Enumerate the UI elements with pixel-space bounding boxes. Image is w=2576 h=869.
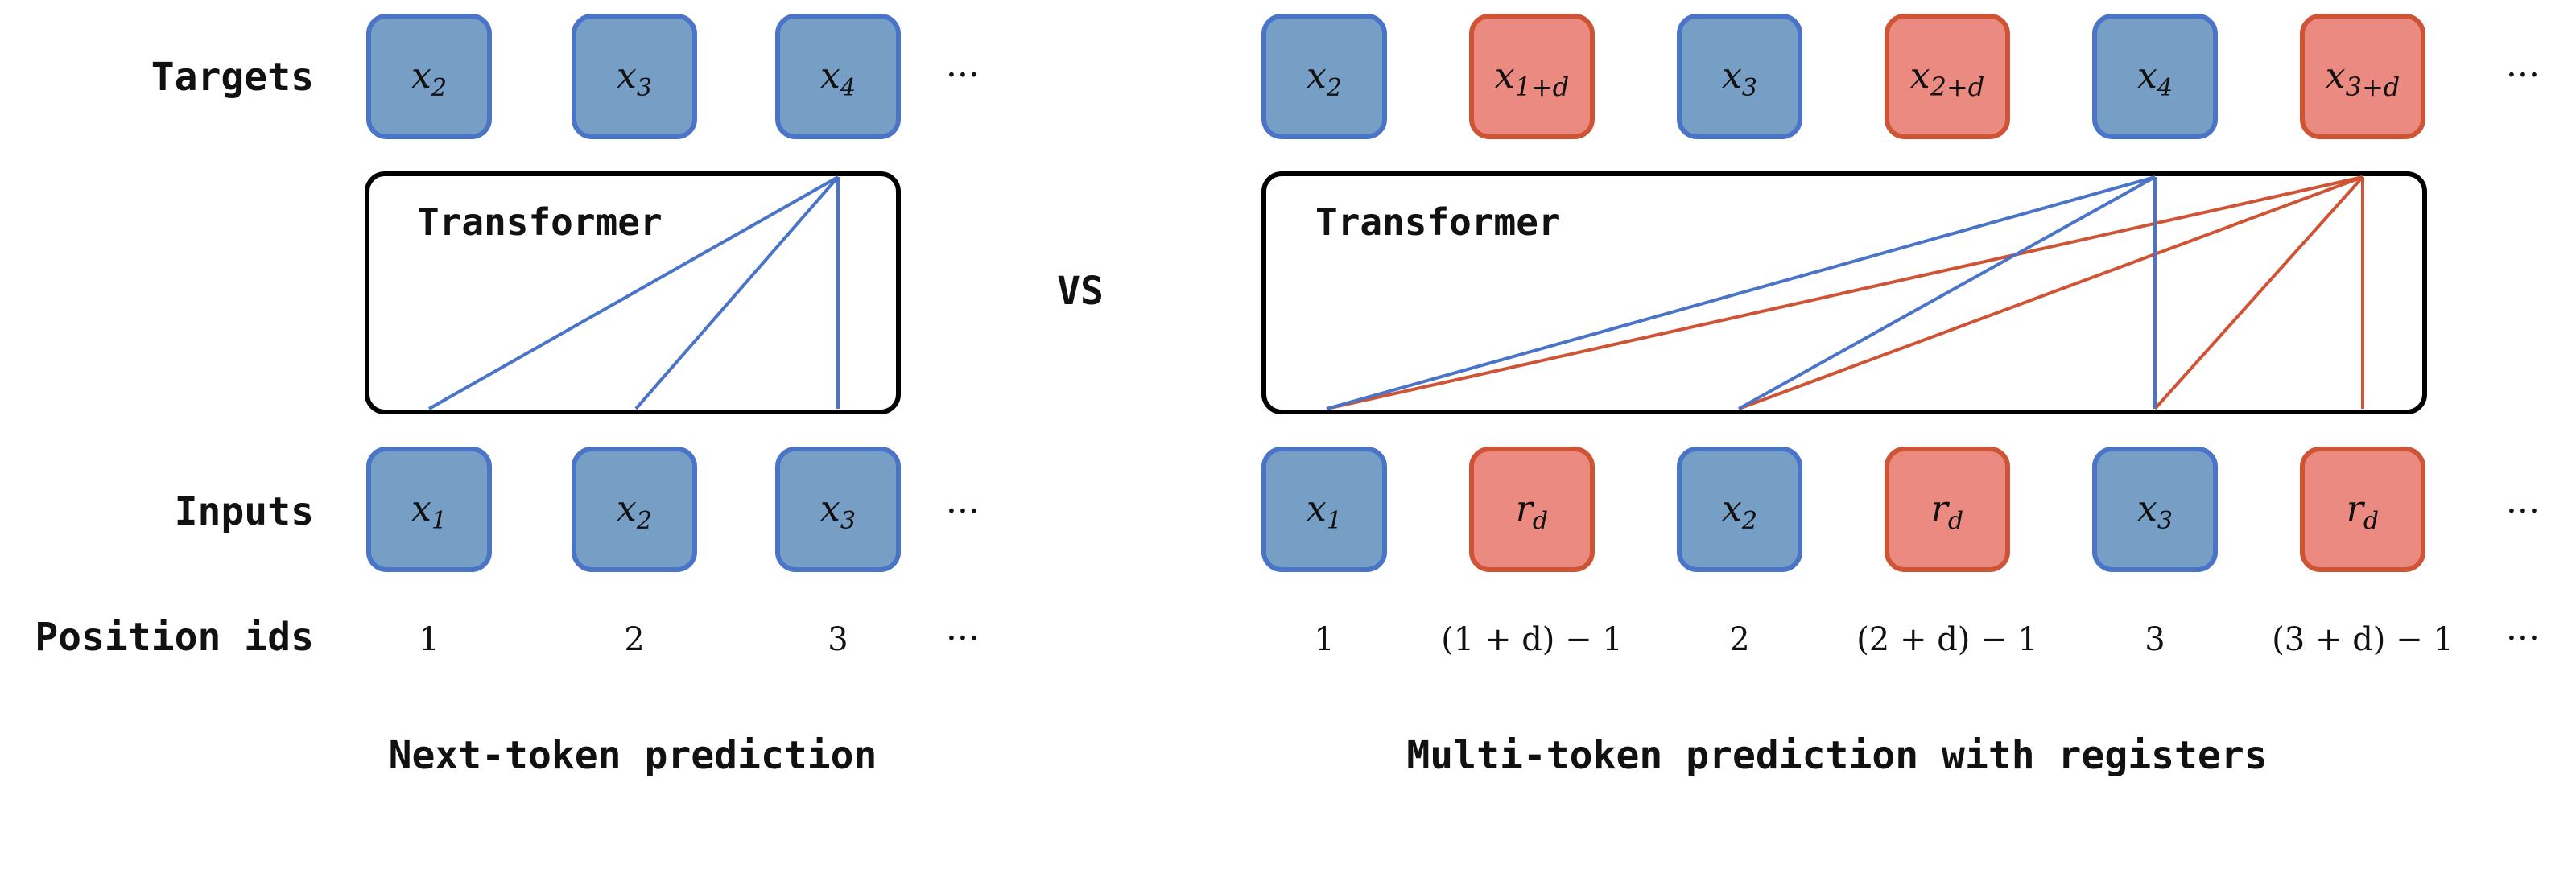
right-position-id: (3 + d) − 1 [2272, 621, 2454, 658]
left-input-token: x2 [572, 447, 697, 572]
right-target-token: x2 [1261, 14, 1387, 139]
right-targets-row: x2 x1+d x3 x2+d x4 x3+d [1261, 14, 2425, 139]
right-position-id: 3 [2145, 621, 2165, 658]
left-input-token-box [775, 447, 901, 572]
register-attention-line [1738, 175, 2363, 410]
left-input-token: x3 [775, 447, 901, 572]
left-position-id: 3 [828, 621, 848, 658]
right-input-token-box [2092, 447, 2218, 572]
right-target-token-box [1469, 14, 1595, 139]
left-target-token-box [775, 14, 901, 139]
left-input-token-label: x3 [820, 488, 856, 535]
right-input-token: rd [1885, 447, 2010, 572]
right-target-token-label: x2+d [1910, 56, 1984, 102]
right-input-token-box [2300, 447, 2425, 572]
right-input-token: rd [1469, 447, 1595, 572]
left-position-ids-row: 1 2 3 [419, 621, 848, 658]
right-input-token-label: rd [1516, 488, 1548, 535]
right-target-token-box [1261, 14, 1387, 139]
left-input-token-label: x2 [617, 488, 652, 535]
right-input-token-box [1261, 447, 1387, 572]
right-position-id: 1 [1314, 621, 1334, 658]
right-target-token-label: x1+d [1495, 56, 1569, 102]
left-caption: Next-token prediction [389, 733, 877, 778]
row-label-targets: Targets [151, 55, 314, 100]
right-input-token-box [1469, 447, 1595, 572]
right-target-token-box [2300, 14, 2425, 139]
right-input-token-label: rd [1931, 488, 1963, 535]
right-input-token: x1 [1261, 447, 1387, 572]
vs-label: VS [1057, 269, 1104, 314]
left-position-id: 1 [419, 621, 439, 658]
left-target-token-label: x2 [411, 56, 447, 102]
right-inputs-ellipsis: ··· [2506, 491, 2540, 532]
right-input-token-label: rd [2347, 488, 2379, 535]
right-targets-ellipsis: ··· [2506, 55, 2540, 96]
right-input-token-label: x3 [2137, 488, 2173, 535]
left-inputs-row: x1 x2 x3 [366, 447, 901, 572]
right-input-token-box [1677, 447, 1802, 572]
right-position-id: 2 [1729, 621, 1749, 658]
register-attention-line [2153, 175, 2364, 410]
right-target-token: x3 [1677, 14, 1802, 139]
left-input-token: x1 [366, 447, 492, 572]
right-input-token-label: x2 [1722, 488, 1757, 535]
right-target-token: x1+d [1469, 14, 1595, 139]
register-attention-line [1326, 175, 2363, 410]
right-target-token-box [1885, 14, 2010, 139]
right-target-token-label: x2 [1307, 56, 1342, 102]
left-input-token-box [366, 447, 492, 572]
left-target-token: x3 [572, 14, 697, 139]
right-position-ids-row: 1 (1 + d) − 1 2 (2 + d) − 1 3 (3 + d) − 1 [1314, 621, 2454, 658]
right-input-token: x2 [1677, 447, 1802, 572]
right-input-token-box [1885, 447, 2010, 572]
right-target-token-label: x4 [2137, 56, 2173, 102]
right-target-token-label: x3+d [2326, 56, 2400, 102]
left-position-ellipsis: ··· [946, 618, 980, 659]
right-inputs-row: x1 rd x2 rd x3 rd [1261, 447, 2425, 572]
right-target-token-box [1677, 14, 1802, 139]
right-attention-lines [1326, 175, 2364, 410]
left-target-token-box [572, 14, 697, 139]
right-input-token: x3 [2092, 447, 2218, 572]
right-target-token-box [2092, 14, 2218, 139]
left-targets-ellipsis: ··· [946, 55, 980, 96]
next-token-panel: Transformer x2 x3 x4 x1 x2 x3 1 2 3 ··· ··· ··… [365, 14, 980, 778]
row-label-inputs: Inputs [175, 489, 314, 534]
right-position-ellipsis: ··· [2506, 618, 2540, 659]
left-position-id: 2 [624, 621, 644, 658]
left-target-token-box [366, 14, 492, 139]
right-transformer-label: Transformer [1315, 200, 1561, 244]
left-target-token-label: x3 [617, 56, 652, 102]
left-input-token-label: x1 [411, 488, 447, 535]
attention-line [634, 175, 840, 410]
token-attention-line [1738, 175, 2156, 410]
left-input-token-box [572, 447, 697, 572]
attention-line [428, 175, 839, 410]
right-position-id: (1 + d) − 1 [1441, 621, 1623, 658]
left-inputs-ellipsis: ··· [946, 491, 980, 532]
right-transformer-box [1261, 171, 2427, 414]
row-label-position-ids: Position ids [35, 615, 314, 660]
left-target-token: x4 [775, 14, 901, 139]
right-input-token-label: x1 [1307, 488, 1342, 535]
right-target-token: x3+d [2300, 14, 2425, 139]
right-target-token: x2+d [1885, 14, 2010, 139]
left-transformer-box [365, 171, 901, 414]
right-input-token: rd [2300, 447, 2425, 572]
right-target-token: x4 [2092, 14, 2218, 139]
right-position-id: (2 + d) − 1 [1856, 621, 2038, 658]
right-target-token-label: x3 [1722, 56, 1757, 102]
left-target-token: x2 [366, 14, 492, 139]
left-target-token-label: x4 [820, 56, 856, 102]
token-attention-line [1326, 175, 2156, 410]
left-targets-row: x2 x3 x4 [366, 14, 901, 139]
right-caption: Multi-token prediction with registers [1406, 733, 2267, 778]
left-attention-lines [428, 175, 840, 410]
left-transformer-label: Transformer [417, 200, 663, 244]
